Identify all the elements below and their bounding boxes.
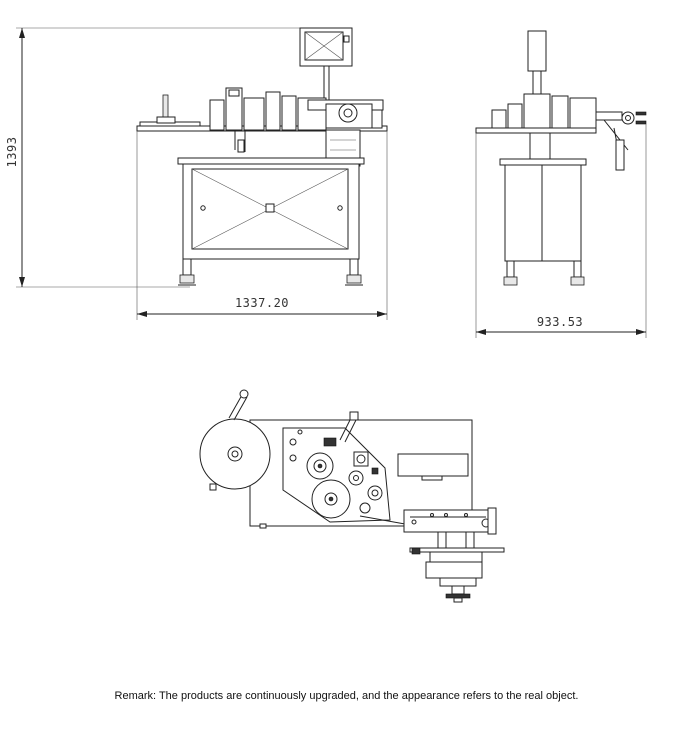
front-width-label: 1337.20: [235, 296, 289, 310]
side-width-dimension: 933.53: [475, 124, 647, 338]
height-dimension-label: 1393: [5, 137, 19, 168]
remark-text: Remark: The products are continuously up…: [114, 690, 579, 702]
height-dimension: 1393: [5, 27, 300, 288]
side-width-label: 933.53: [537, 315, 583, 329]
front-view: [136, 27, 388, 286]
top-view: [199, 389, 505, 603]
side-view: [475, 30, 647, 286]
front-width-dimension: 1337.20: [136, 131, 388, 320]
